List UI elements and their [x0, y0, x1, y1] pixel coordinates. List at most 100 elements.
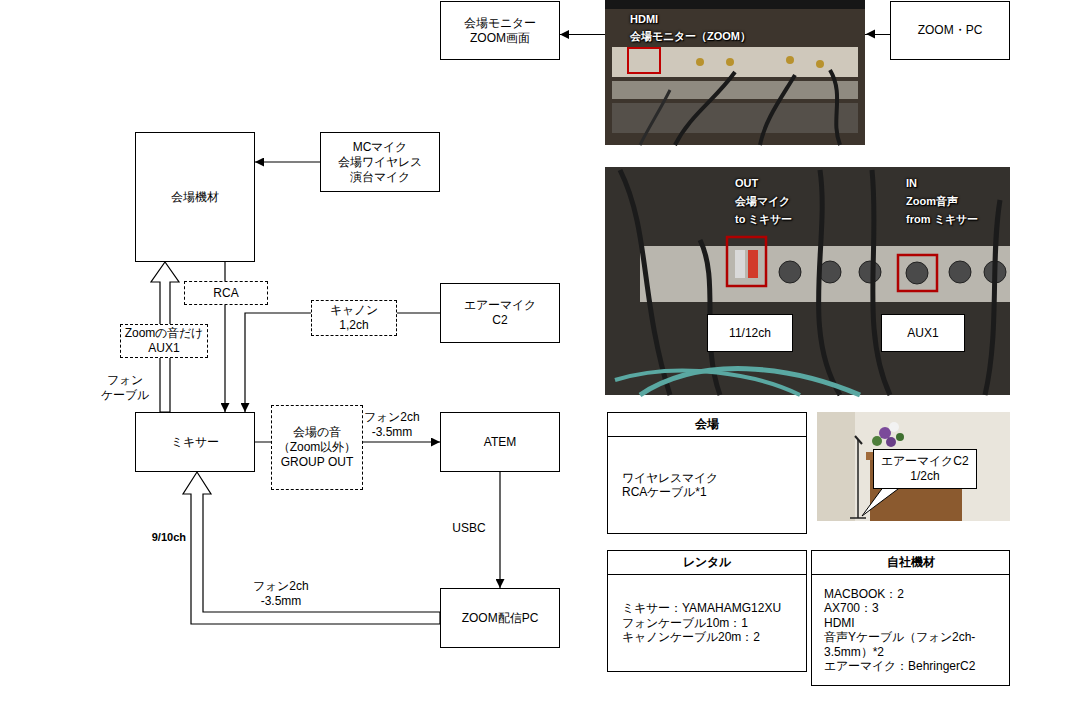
process-box: MCマイク 会場ワイヤレス 演台マイク: [320, 132, 440, 192]
label-text: OUT: [735, 174, 795, 192]
hollow-arrow: [183, 472, 440, 624]
label-text: MCマイク 会場ワイヤレス 演台マイク: [324, 140, 436, 185]
label-text: エアーマイクC2 1/2ch: [877, 454, 973, 484]
label-text: フォン2ch -3.5mm: [360, 410, 424, 440]
edge-label-box: USBC: [448, 519, 490, 538]
label-text: IN: [906, 174, 966, 192]
photo-shape: [819, 261, 841, 283]
photo-shape: [605, 0, 865, 145]
process-box: 会場機材: [135, 132, 255, 262]
process-box: エアーマイク C2: [440, 283, 560, 343]
label-text: ATEM: [444, 435, 556, 450]
mixer-photo: [605, 167, 1010, 395]
photo-shape: [906, 262, 928, 284]
equipment-table: 会場ワイヤレスマイク RCAケーブル*1: [607, 412, 807, 534]
photo-shape: [696, 58, 704, 66]
photo-shape: [628, 48, 660, 73]
photo-shape: [605, 0, 865, 9]
edge-label-box: Zoomの音だけ AUX1: [120, 324, 208, 358]
label-text: 会場モニター（ZOOM）: [630, 29, 850, 44]
label-text: HDMI: [630, 12, 830, 27]
label-text: 会場の音（Zoom以外） GROUP OUT: [273, 425, 361, 470]
photo-shape: [726, 58, 734, 66]
arrow-head: [866, 30, 875, 39]
label-text: 会場機材: [139, 190, 251, 205]
edge-label-box: キャノン 1,2ch: [311, 300, 397, 336]
process-box: ATEM: [440, 412, 560, 472]
photo-shape: [830, 70, 840, 145]
label-text: エアーマイク C2: [444, 298, 556, 328]
label-text: 9/10ch: [136, 530, 186, 545]
label-text: 会場マイク to ミキサー: [735, 192, 801, 228]
label-text: レンタル: [683, 555, 731, 570]
photo-shape: [727, 237, 766, 286]
table-body: ワイヤレスマイク RCAケーブル*1: [608, 437, 806, 533]
label-text: ZOOM配信PC: [444, 611, 556, 626]
label-text: フォン ケーブル: [95, 373, 155, 403]
label-text: フォン2ch -3.5mm: [250, 579, 312, 609]
photo-shape: [855, 436, 862, 444]
label-text: キャノン 1,2ch: [313, 303, 395, 333]
table-header: レンタル: [608, 551, 806, 575]
label-text: Zoom音声 from ミキサー: [906, 192, 982, 228]
label-text: USBC: [450, 521, 488, 536]
label-text: RCA: [186, 286, 266, 301]
photo-shape: [872, 436, 882, 446]
photo-shape: [949, 261, 971, 283]
photo-shape: [620, 170, 670, 395]
table-body: MACBOOK：2 AX700：3 HDMI 音声Yケーブル（フォン2ch-3.…: [812, 575, 1009, 685]
label-text: ミキサー: [139, 435, 251, 450]
photo-shape: [817, 412, 1010, 521]
photo-shape: [857, 440, 859, 518]
photo-shape: [675, 72, 735, 145]
label-text: Zoomの音だけ AUX1: [122, 326, 206, 356]
process-box: 会場モニター ZOOM画面: [440, 1, 560, 60]
process-box: ZOOM配信PC: [440, 588, 560, 648]
label-text: MACBOOK：2 AX700：3 HDMI 音声Yケーブル（フォン2ch-3.…: [824, 587, 999, 674]
photo-shape: [985, 200, 1000, 395]
photo-shape: [640, 246, 1010, 302]
process-box: エアーマイクC2 1/2ch: [873, 449, 977, 489]
photo-shape: [640, 90, 670, 145]
process-box: AUX1: [881, 314, 965, 352]
label-text: ZOOM・PC: [894, 23, 1006, 38]
photo-shape: [889, 422, 899, 432]
photo-shape: [872, 170, 890, 395]
photo-shape: [817, 412, 855, 521]
label-text: 会場: [695, 417, 719, 432]
label-text: ワイヤレスマイク RCAケーブル*1: [622, 471, 796, 500]
stage-photo: [817, 412, 1010, 521]
photo-shape: [779, 261, 801, 283]
equipment-table: レンタルミキサー：YAMAHAMG12XU フォンケーブル10m：1 キャノンケ…: [607, 550, 807, 672]
process-box: ミキサー: [135, 412, 255, 472]
photo-shape: [615, 371, 800, 395]
photo-shape: [859, 261, 881, 283]
label-text: ミキサー：YAMAHAMG12XU フォンケーブル10m：1 キャノンケーブル2…: [622, 601, 796, 645]
equipment-table: 自社機材 MACBOOK：2 AX700：3 HDMI 音声Yケーブル（フォン2c…: [811, 550, 1010, 686]
photo-shape: [862, 486, 902, 516]
table-header: 自社機材: [812, 551, 1009, 575]
process-box: 11/12ch: [707, 314, 793, 352]
edge-label-box: 会場の音（Zoom以外） GROUP OUT: [271, 405, 363, 490]
label-text: AUX1: [885, 326, 961, 341]
photo-shape: [612, 81, 858, 99]
photo-shape: [850, 517, 866, 519]
photo-shape: [786, 56, 794, 64]
connector-arrow: [255, 161, 320, 162]
edge-label-box: フォン2ch -3.5mm: [248, 577, 314, 611]
photo-shape: [760, 75, 795, 145]
process-box: ZOOM・PC: [890, 1, 1010, 60]
photo-shape: [605, 167, 1010, 395]
photo-shape: [879, 427, 891, 439]
label-text: 会場モニター ZOOM画面: [444, 16, 556, 46]
label-text: 11/12ch: [711, 326, 789, 341]
photo-shape: [898, 255, 937, 291]
photo-shape: [816, 60, 824, 68]
rack-photo: [605, 0, 865, 145]
label-text: 自社機材: [887, 555, 935, 570]
table-body: ミキサー：YAMAHAMG12XU フォンケーブル10m：1 キャノンケーブル2…: [608, 575, 806, 671]
photo-shape: [748, 250, 758, 278]
photo-shape: [896, 433, 904, 441]
connector-arrow: [499, 472, 500, 588]
